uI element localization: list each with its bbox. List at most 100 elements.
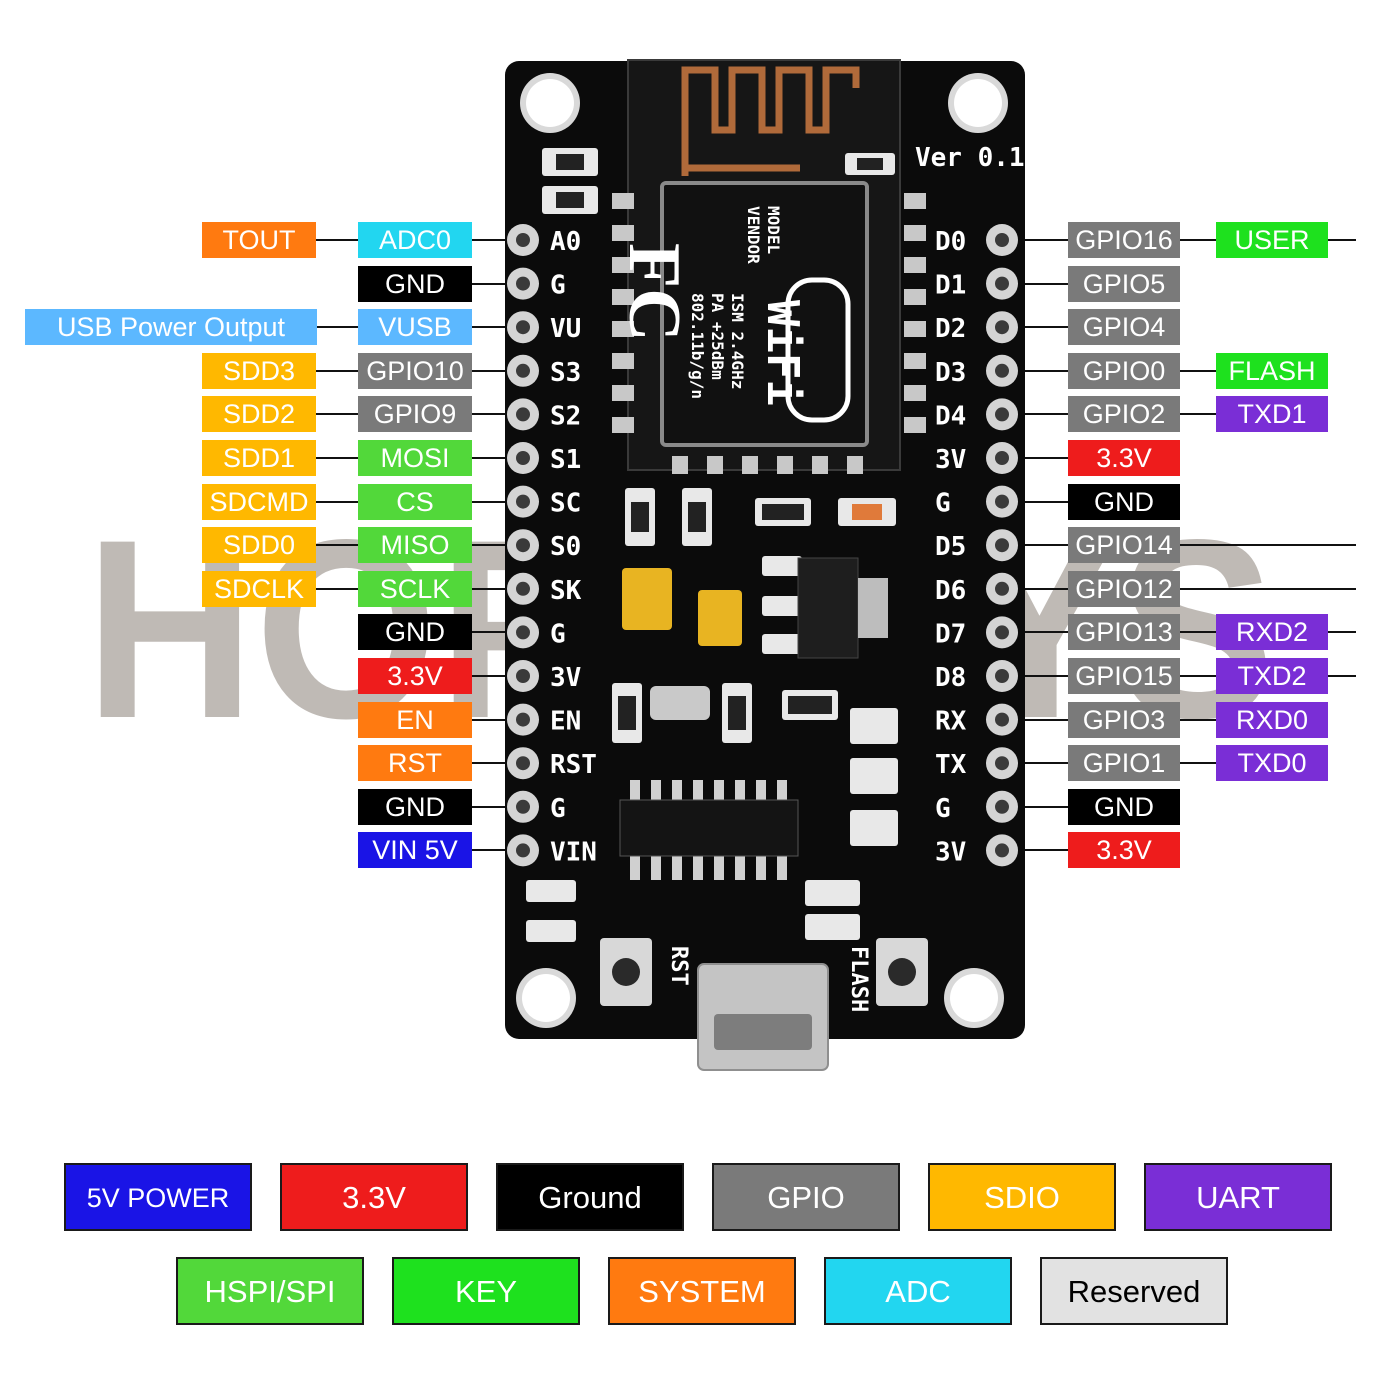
pin-label-gnd: GND — [358, 614, 472, 651]
tantalum-cap — [622, 568, 672, 630]
pin-label-3-3v: 3.3V — [1068, 832, 1180, 869]
pin-wire — [1010, 282, 1068, 285]
chip-leg — [651, 780, 661, 804]
pin-wire — [1328, 631, 1356, 634]
header-pin-hole — [995, 799, 1009, 814]
rf-shield — [660, 181, 869, 447]
pin-wire — [1180, 544, 1356, 547]
flash-button — [876, 938, 928, 1006]
pin-wire — [1010, 762, 1068, 765]
silk-label-left: S1 — [550, 445, 581, 475]
header-pin-hole — [995, 276, 1009, 291]
silk-label-left: SK — [550, 576, 582, 606]
pin-label-gpio1: GPIO1 — [1068, 745, 1180, 782]
pin-wire — [472, 762, 515, 765]
module-pad — [847, 456, 863, 474]
header-pin-hole — [516, 451, 530, 465]
module-pad — [672, 456, 688, 474]
module-80211-label: 802.11b/g/n — [688, 293, 707, 399]
pin-wire — [317, 326, 358, 329]
header-pin-hole — [516, 538, 530, 553]
module-pad — [904, 257, 926, 273]
pin-label-gnd: GND — [358, 265, 472, 302]
wifi-logo-text: WiFi — [757, 300, 808, 406]
silk-label-left: S0 — [550, 532, 581, 562]
pin-wire — [1010, 326, 1068, 329]
chip-leg — [777, 856, 787, 880]
wifi-logo — [785, 277, 851, 423]
pin-wire — [1010, 718, 1068, 721]
silk-label-right: D4 — [935, 401, 966, 431]
header-pin-hole — [516, 625, 530, 640]
pin-alt-label-sdd3: SDD3 — [202, 352, 316, 389]
pin-wire — [1010, 544, 1068, 547]
pin-wire — [472, 413, 515, 416]
chip-leg — [714, 780, 724, 804]
flash-button-label: FLASH — [846, 946, 871, 1012]
silk-label-left: VIN — [550, 837, 597, 867]
legend-hspi-spi: HSPI/SPI — [176, 1257, 364, 1325]
silk-label-right: D6 — [935, 576, 966, 606]
pin-wire — [1010, 500, 1068, 503]
pin-wire — [1328, 239, 1356, 241]
pin-wire — [1180, 675, 1216, 677]
pin-alt-label-tout: TOUT — [202, 222, 316, 258]
tantalum-cap — [698, 590, 742, 646]
pin-alt-label-sdcmd: SDCMD — [202, 483, 316, 520]
silk-label-left: A0 — [550, 227, 581, 257]
pin-label-gpio10: GPIO10 — [358, 352, 472, 389]
module-pad — [707, 456, 723, 474]
chip-leg — [777, 780, 787, 804]
pin-alt-label-txd1: TXD1 — [1216, 396, 1328, 433]
silk-label-right: D7 — [935, 619, 966, 649]
pin-wire — [1010, 805, 1068, 808]
chip-leg — [756, 780, 766, 804]
pin-label-miso: MISO — [358, 527, 472, 564]
module-pad — [904, 321, 926, 337]
module-model-label: MODEL — [764, 206, 783, 254]
pin-alt-label-sdd0: SDD0 — [202, 527, 316, 564]
header-pin-hole — [995, 581, 1009, 596]
legend-sdio: SDIO — [928, 1163, 1116, 1231]
fc-mark: FC — [613, 243, 695, 342]
module-pa-label: PA +25dBm — [708, 293, 727, 380]
rst-button-label: RST — [666, 946, 691, 986]
legend-reserved: Reserved — [1040, 1257, 1228, 1325]
silk-label-left: RST — [550, 750, 597, 780]
legend-system: SYSTEM — [608, 1257, 796, 1325]
silk-label-right: D0 — [935, 227, 966, 257]
module-pad — [612, 225, 634, 241]
header-pin-hole — [995, 407, 1009, 422]
chip-leg — [735, 856, 745, 880]
pin-label-vusb: VUSB — [358, 309, 472, 346]
silk-label-right: D8 — [935, 663, 966, 693]
pin-label-gpio14: GPIO14 — [1068, 527, 1180, 564]
header-pin-hole — [516, 320, 530, 335]
module-pad — [742, 456, 758, 474]
silk-label-right: D1 — [935, 271, 966, 301]
header-pin-hole — [995, 843, 1009, 858]
silk-label-right: 3V — [935, 445, 966, 475]
header-pin-hole — [995, 712, 1009, 727]
silk-label-right: RX — [935, 707, 967, 737]
header-pin-hole — [995, 625, 1009, 640]
pin-wire — [1180, 369, 1216, 372]
module-pad — [612, 257, 634, 273]
pin-wire — [1180, 239, 1216, 241]
pin-wire — [472, 718, 515, 721]
legend-adc: ADC — [824, 1257, 1012, 1325]
silk-label-left: 3V — [550, 663, 581, 693]
legend-3-3v: 3.3V — [280, 1163, 468, 1231]
pin-wire — [1180, 762, 1216, 765]
header-pin-hole — [516, 276, 530, 291]
header-pin-hole — [516, 233, 530, 247]
header-pin-hole — [516, 494, 530, 509]
pin-wire — [316, 587, 358, 590]
pin-label-gnd: GND — [358, 788, 472, 825]
pin-label-gnd: GND — [1068, 788, 1180, 825]
pin-wire — [316, 500, 358, 503]
pin-label-3-3v: 3.3V — [358, 658, 472, 694]
module-pad — [777, 456, 793, 474]
silk-label-left: EN — [550, 707, 581, 737]
